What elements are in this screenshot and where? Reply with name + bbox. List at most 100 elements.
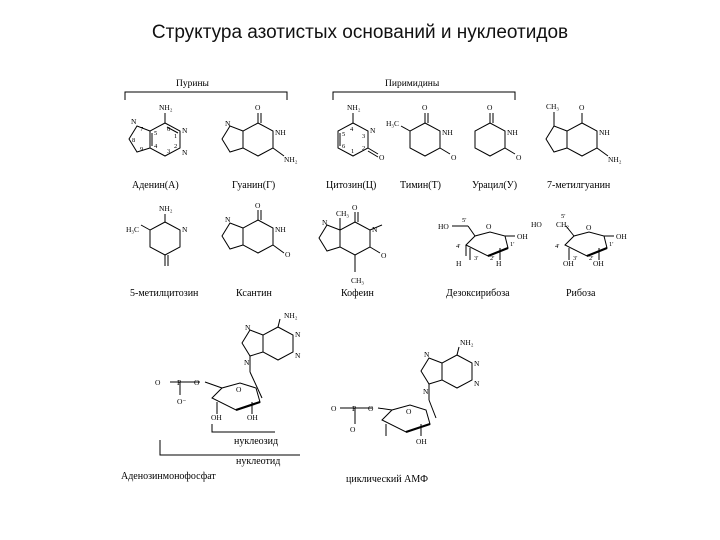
adenine-num7: 7 (140, 126, 144, 133)
camp-p: P (352, 404, 356, 413)
ribose-ch2: CH₂ (556, 220, 569, 229)
ribose-num2: 2' (589, 255, 593, 262)
camp-label: циклический АМФ (346, 474, 428, 485)
ribose-num3: 3' (573, 255, 577, 262)
camp-o-bridge: O (368, 404, 374, 413)
ribose-oh-2: OH (593, 259, 604, 268)
amp-p: P (177, 378, 181, 387)
thymine-nh: NH (442, 128, 453, 137)
methylguanine-label: 7-метилгуанин (547, 180, 611, 191)
amp-o-left: O (155, 378, 161, 387)
amp-o-minus: O⁻ (177, 397, 186, 406)
cytosine-label: Цитозин(Ц) (326, 180, 376, 191)
purines-header: Пурины (176, 79, 210, 89)
caffeine-structure (318, 212, 383, 272)
amp-n7: N (245, 323, 251, 332)
adenine-n1: N (182, 126, 188, 135)
uracil-structure (474, 113, 516, 157)
guanine-o: O (255, 103, 261, 112)
camp-oh: OH (416, 437, 427, 446)
caffeine-n7: N (322, 218, 328, 227)
uracil-label: Урацил(У) (472, 180, 517, 191)
adenine-label: Аденин(А) (132, 180, 179, 191)
amp-nh2: NH₂ (284, 311, 298, 320)
xanthine-nh: NH (275, 225, 286, 234)
adenine-num6: 6 (167, 126, 171, 133)
xanthine-label: Ксантин (236, 288, 272, 299)
camp-o-left: O (331, 404, 337, 413)
deoxyribose-h: H (456, 259, 462, 268)
camp-n1: N (474, 359, 480, 368)
pyrimidines-bracket (332, 91, 516, 100)
ribose-structure (564, 225, 614, 260)
caffeine-ch3-a: CH₃ (336, 209, 349, 218)
purines-bracket (124, 91, 288, 100)
thymine-structure (400, 113, 451, 157)
camp-o-lower: O (350, 425, 356, 434)
adenine-num3: 3 (167, 148, 170, 155)
methylguanine-structure (545, 112, 609, 157)
caffeine-n: N (372, 225, 378, 234)
caffeine-o: O (352, 203, 358, 212)
xanthine-o: O (255, 201, 261, 210)
nucleoside-bracket (211, 424, 275, 433)
deoxyribose-num4: 4' (456, 243, 460, 250)
deoxyribose-num5: 5' (462, 217, 466, 224)
deoxyribose-num2: 2' (490, 255, 494, 262)
cytosine-n: N (370, 126, 376, 135)
methylcytosine-structure (140, 214, 181, 266)
slide-title: Структура азотистых оснований и нуклеоти… (151, 22, 569, 43)
adenine-n3: N (182, 148, 188, 157)
nucleotide-label: нуклеотид (236, 456, 280, 467)
adenine-num1: 1 (174, 133, 177, 140)
ribose-num5: 5' (561, 213, 565, 220)
deoxyribose-num3: 3' (474, 255, 478, 262)
ribose-num1: 1' (609, 241, 613, 248)
uracil-nh: NH (507, 128, 518, 137)
amp-n3: N (295, 351, 301, 360)
amp-n9: N (244, 358, 250, 367)
amp-n1: N (295, 330, 301, 339)
camp-nh2: NH₂ (460, 338, 474, 347)
camp-n3: N (474, 379, 480, 388)
cytosine-num6: 6 (342, 143, 346, 150)
guanine-nh2: NH₂ (284, 155, 298, 164)
caffeine-ch3-b: CH₃ (351, 276, 364, 285)
thymine-label: Тимин(Т) (400, 180, 441, 191)
adenine-nh2: NH₂ (159, 103, 173, 112)
deoxyribose-oh: OH (517, 232, 528, 241)
uracil-o: O (487, 103, 493, 112)
xanthine-n: N (225, 215, 231, 224)
caffeine-label: Кофеин (341, 288, 374, 299)
adenine-structure (128, 113, 181, 157)
guanine-label: Гуанин(Г) (232, 180, 275, 191)
adenine-n7: N (131, 117, 137, 126)
methylcytosine-label: 5-метилцитозин (130, 288, 199, 299)
thymine-o2: O (451, 153, 457, 162)
xanthine-o2: O (285, 250, 291, 259)
deoxyribose-o: O (486, 222, 492, 231)
caffeine-o2: O (381, 251, 387, 260)
adenine-num9: 9 (140, 146, 143, 153)
nucleotide-bracket (159, 440, 300, 456)
xanthine-structure (221, 210, 285, 254)
cytosine-structure (337, 113, 379, 158)
uracil-o2: O (516, 153, 522, 162)
thymine-h3c: H₃C (386, 119, 399, 128)
amp-label: Аденозинмонофосфат (121, 471, 216, 482)
amp-structure (170, 318, 294, 414)
ribose-oh: OH (616, 232, 627, 241)
ribose-ho: HO (531, 220, 542, 229)
deoxyribose-ho: HO (438, 222, 449, 231)
amp-o-bridge: O (194, 378, 200, 387)
amp-ring-o: O (236, 385, 242, 394)
ribose-label: Рибоза (566, 288, 596, 299)
methylcytosine-h3c: H₃C (126, 225, 139, 234)
adenine-num8: 8 (132, 137, 135, 144)
adenine-num4: 4 (154, 143, 158, 150)
cytosine-num4: 4 (350, 126, 354, 133)
ribose-num4: 4' (555, 243, 559, 250)
methylguanine-nh: NH (599, 128, 610, 137)
methylcytosine-n: N (182, 225, 188, 234)
